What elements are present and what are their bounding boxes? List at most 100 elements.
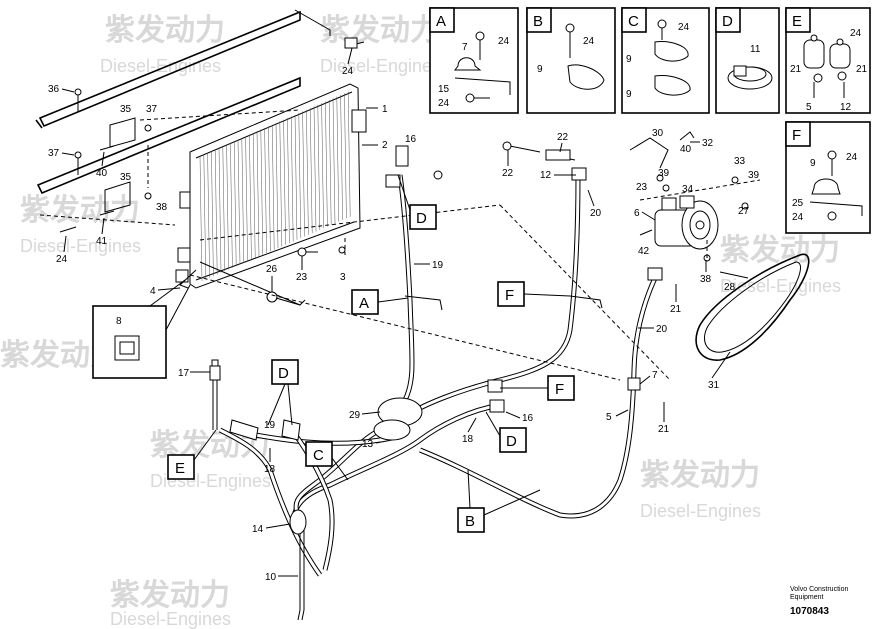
svg-text:2: 2 — [382, 140, 388, 151]
svg-text:21: 21 — [790, 64, 802, 75]
view-label-d-top: D — [397, 174, 437, 230]
svg-text:38: 38 — [156, 202, 168, 213]
condenser-fin — [332, 98, 336, 224]
view-label-f-top: F — [497, 281, 571, 307]
condenser-fin — [199, 155, 203, 282]
svg-text:18: 18 — [264, 464, 276, 475]
dashed-leaders — [189, 204, 671, 381]
svg-text:16: 16 — [405, 134, 417, 145]
svg-text:29: 29 — [349, 410, 361, 421]
footer-credits: Volvo Construction Equipment 1070843 — [790, 586, 880, 617]
compressor — [629, 131, 761, 279]
svg-text:24: 24 — [56, 254, 68, 265]
condenser-fin — [340, 94, 343, 220]
svg-text:25: 25 — [792, 198, 804, 209]
svg-text:C: C — [313, 447, 324, 464]
condenser-fin — [279, 121, 283, 247]
svg-text:22: 22 — [557, 132, 569, 143]
svg-text:8: 8 — [116, 316, 122, 327]
condenser-fin — [317, 104, 321, 230]
svg-text:13: 13 — [362, 439, 374, 450]
svg-text:19: 19 — [432, 260, 444, 271]
condenser-fin — [313, 106, 317, 232]
svg-text:F: F — [555, 381, 564, 398]
condenser-fin — [336, 96, 340, 222]
svg-text:1: 1 — [382, 104, 388, 115]
view-label-f-center: F — [500, 375, 575, 401]
refrigerant-hoses — [209, 145, 663, 621]
condenser-fin — [226, 144, 229, 270]
svg-text:17: 17 — [178, 368, 190, 379]
detail-e-letter: E — [792, 13, 802, 30]
condenser-fin — [256, 131, 260, 257]
condenser-fin — [252, 132, 256, 258]
condenser-fin — [328, 99, 332, 225]
watermark-en: Diesel-Engines — [20, 236, 141, 256]
svg-text:9: 9 — [626, 89, 632, 100]
condenser — [175, 83, 367, 306]
svg-text:20: 20 — [656, 324, 668, 335]
svg-text:9: 9 — [810, 158, 816, 169]
svg-text:42: 42 — [638, 246, 650, 257]
svg-text:35: 35 — [120, 104, 132, 115]
detail-a-letter: A — [436, 13, 446, 30]
condenser-fin — [283, 119, 286, 245]
brand-line-2: Equipment — [790, 594, 824, 601]
watermark-en: Diesel-Engines — [720, 276, 841, 296]
detail-b-letter: B — [533, 13, 543, 30]
svg-text:32: 32 — [702, 138, 714, 149]
condenser-fin — [249, 134, 252, 260]
svg-text:12: 12 — [840, 102, 852, 113]
svg-text:5: 5 — [806, 102, 812, 113]
drawing-number: 1070843 — [790, 606, 829, 617]
pressure-switch-detail — [92, 279, 191, 379]
svg-text:35: 35 — [120, 172, 132, 183]
svg-text:B: B — [465, 513, 475, 530]
svg-text:24: 24 — [342, 66, 354, 77]
condenser-fin — [268, 126, 271, 252]
detail-f-letter: F — [792, 127, 801, 144]
svg-text:24: 24 — [850, 28, 862, 39]
condenser-fin — [290, 116, 294, 242]
svg-text:7: 7 — [462, 42, 468, 53]
svg-text:5: 5 — [606, 412, 612, 423]
condenser-fin — [207, 152, 210, 278]
svg-text:40: 40 — [680, 144, 692, 155]
svg-text:9: 9 — [626, 54, 632, 65]
watermark-cn: 紫发动力 — [720, 234, 840, 267]
condenser-fin — [233, 141, 237, 267]
watermark-en: Diesel-Engines — [640, 501, 761, 521]
svg-text:24: 24 — [678, 22, 690, 33]
svg-text:F: F — [505, 287, 514, 304]
top-bolts — [502, 141, 576, 161]
svg-text:33: 33 — [734, 156, 746, 167]
watermark-en: Diesel-Engines — [110, 609, 231, 629]
condenser-fin — [264, 127, 267, 253]
condenser-fin — [302, 111, 305, 237]
watermark-en: Diesel-Engines — [320, 56, 441, 76]
svg-text:28: 28 — [724, 282, 736, 293]
view-label-c: C — [305, 441, 349, 481]
svg-text:27: 27 — [738, 206, 750, 217]
svg-text:37: 37 — [48, 148, 60, 159]
svg-text:24: 24 — [792, 212, 804, 223]
condenser-fin — [306, 109, 309, 235]
svg-text:19: 19 — [264, 420, 276, 431]
svg-text:39: 39 — [748, 170, 760, 181]
svg-text:34: 34 — [682, 184, 694, 195]
watermark-cn: 紫发动力 — [20, 194, 140, 227]
condenser-fin — [347, 91, 351, 217]
svg-text:30: 30 — [652, 128, 664, 139]
condenser-fin — [260, 129, 264, 255]
svg-text:E: E — [175, 460, 185, 477]
condenser-fin — [237, 139, 241, 265]
watermark-cn: 紫发动力 — [640, 459, 760, 492]
svg-text:12: 12 — [540, 170, 552, 181]
svg-text:4: 4 — [150, 286, 156, 297]
svg-text:16: 16 — [522, 413, 534, 424]
svg-text:15: 15 — [438, 84, 450, 95]
view-label-d-center: D — [485, 411, 527, 453]
condenser-fin — [344, 93, 347, 219]
svg-text:9: 9 — [537, 64, 543, 75]
detail-d-letter: D — [722, 13, 733, 30]
